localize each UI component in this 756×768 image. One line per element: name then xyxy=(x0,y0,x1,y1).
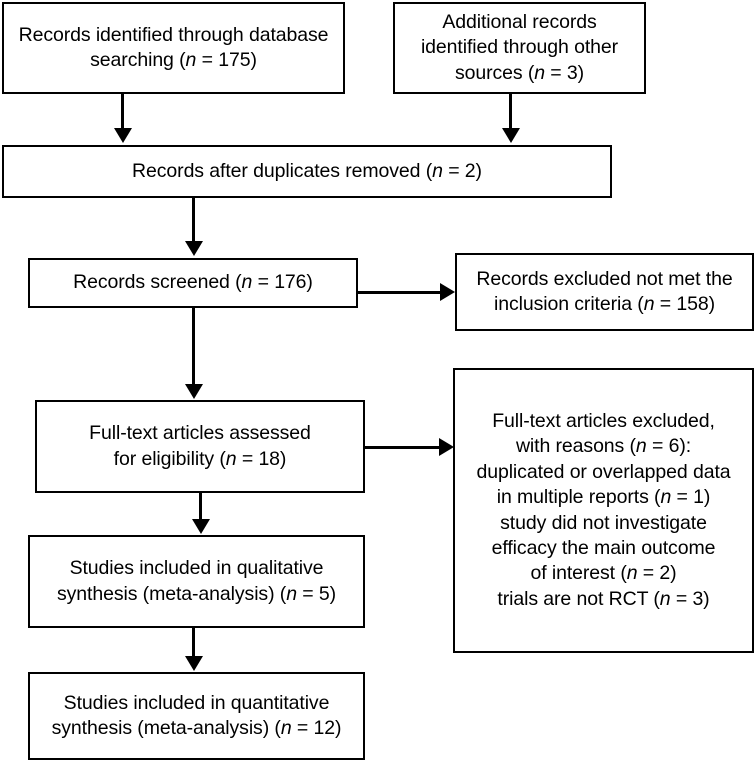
connector-screened-to-fulltext-line xyxy=(192,308,195,385)
connector-fulltext-to-qualitative-line xyxy=(199,493,202,520)
node-records-excluded: Records excluded not met the inclusion c… xyxy=(455,253,754,331)
connector-screened-to-excluded-arrow xyxy=(440,283,455,301)
node-records-identified-database: Records identified through database sear… xyxy=(2,2,345,94)
node-quantitative-synthesis: Studies included in quantitative synthes… xyxy=(28,672,365,760)
connector-duplicates-to-screened-line xyxy=(192,198,195,242)
node-additional-records-other-sources-label: Additional records identified through ot… xyxy=(420,10,619,84)
connector-fulltext-to-qualitative-arrow xyxy=(191,519,210,534)
connector-duplicates-to-screened-arrow xyxy=(184,241,203,256)
node-records-identified-database-label: Records identified through database sear… xyxy=(18,23,329,71)
node-full-text-assessed-label: Full-text articles assessed for eligibil… xyxy=(89,422,311,470)
connector-qualitative-to-quantitative-line xyxy=(192,628,195,657)
connector-fulltext-to-excluded-arrow xyxy=(439,438,454,456)
node-records-after-duplicates-removed-label: Records after duplicates removed (n = 2) xyxy=(132,159,482,182)
node-records-after-duplicates-removed: Records after duplicates removed (n = 2) xyxy=(2,145,612,198)
node-full-text-excluded: Full-text articles excluded, with reason… xyxy=(453,368,754,653)
node-quantitative-synthesis-label: Studies included in quantitative synthes… xyxy=(51,691,342,739)
node-records-excluded-label: Records excluded not met the inclusion c… xyxy=(476,267,733,315)
connector-identified-to-duplicates-arrow xyxy=(113,128,132,143)
connector-screened-to-excluded-line xyxy=(358,291,442,294)
connector-qualitative-to-quantitative-arrow xyxy=(184,656,203,671)
node-records-screened: Records screened (n = 176) xyxy=(28,258,358,308)
node-full-text-assessed: Full-text articles assessed for eligibil… xyxy=(35,400,365,493)
node-full-text-excluded-label: Full-text articles excluded, with reason… xyxy=(476,410,731,610)
connector-additional-to-duplicates-arrow xyxy=(501,128,520,143)
node-records-screened-label: Records screened (n = 176) xyxy=(73,271,313,294)
node-qualitative-synthesis-label: Studies included in qualitative synthesi… xyxy=(56,557,336,605)
node-qualitative-synthesis: Studies included in qualitative synthesi… xyxy=(28,535,365,628)
node-additional-records-other-sources: Additional records identified through ot… xyxy=(393,2,646,94)
connector-identified-to-duplicates-line xyxy=(121,94,124,130)
connector-fulltext-to-excluded-line xyxy=(365,446,442,449)
connector-screened-to-fulltext-arrow xyxy=(184,384,203,399)
connector-additional-to-duplicates-line xyxy=(509,94,512,130)
